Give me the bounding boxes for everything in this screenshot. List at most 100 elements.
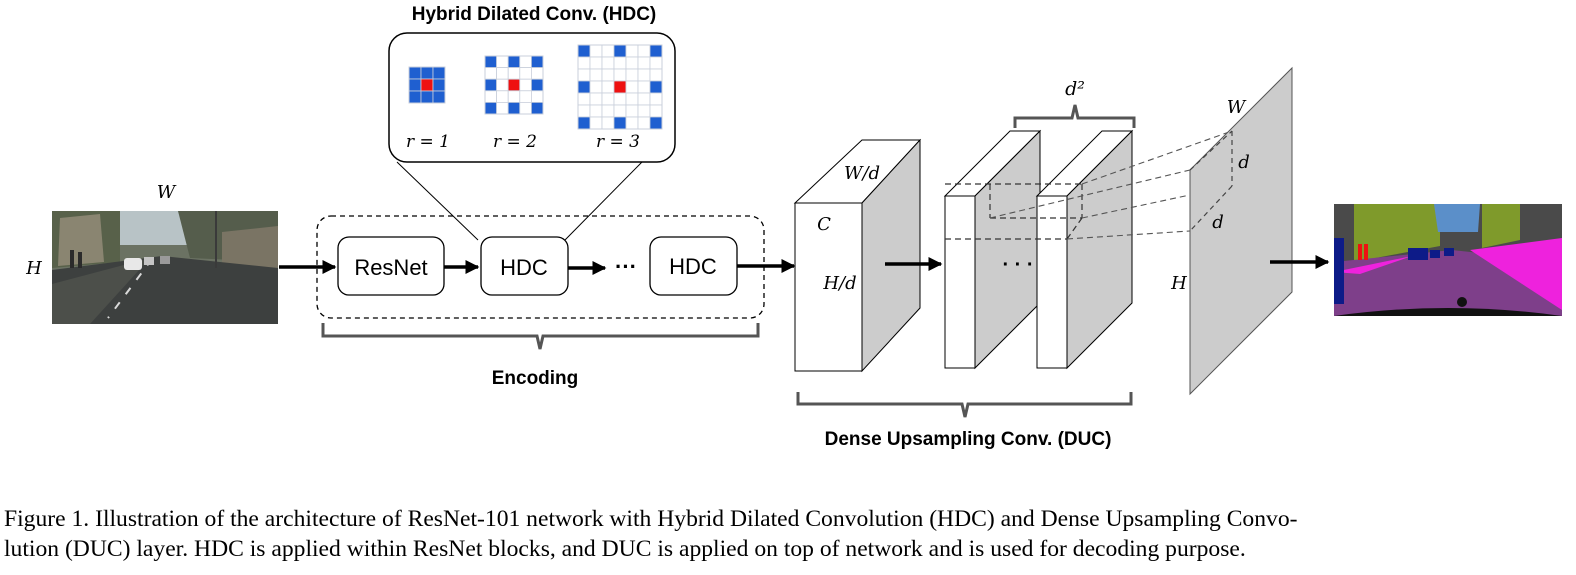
- input-street-image: [52, 211, 278, 324]
- kernel-cell: [601, 68, 615, 82]
- resnet-block-label: ResNet: [354, 255, 427, 280]
- feature-channels-label: C: [817, 214, 831, 235]
- kernel-cell: [408, 66, 422, 80]
- hdc-title: Hybrid Dilated Conv. (HDC): [412, 4, 657, 25]
- kernel-grid-rate-2: [484, 55, 544, 115]
- rate-label-3: r = 3: [596, 132, 640, 152]
- hdc-zoom-line-right: [564, 161, 643, 241]
- kernel-cell: [577, 116, 591, 130]
- kernel-cell: [432, 90, 446, 104]
- kernel-cell: [519, 90, 532, 103]
- hdc-block-2-label: HDC: [669, 254, 717, 279]
- kernel-cell: [484, 90, 498, 103]
- kernel-cell: [577, 104, 591, 118]
- kernel-cell: [519, 102, 532, 115]
- duc-label: Dense Upsampling Conv. (DUC): [825, 429, 1112, 450]
- architecture-diagram: Hybrid Dilated Conv. (HDC) r = 1 r = 2 r…: [25, 4, 1562, 450]
- duc-ellipsis: · · ·: [1002, 254, 1033, 276]
- kernel-cell: [649, 80, 663, 94]
- output-cell-d-diagonal: d: [1212, 212, 1224, 233]
- output-height-label: H: [1170, 273, 1187, 294]
- feature-height-label: H/d: [822, 273, 856, 294]
- kernel-cell: [577, 44, 591, 58]
- duc-brace: [796, 392, 1133, 418]
- kernel-cell: [601, 80, 615, 94]
- kernel-cell: [637, 104, 651, 118]
- kernel-cell: [625, 92, 639, 106]
- kernel-cell: [613, 56, 627, 70]
- kernel-cell: [625, 80, 639, 94]
- kernel-cell: [496, 102, 509, 115]
- kernel-cell: [625, 56, 639, 70]
- kernel-cell: [496, 55, 509, 69]
- kernel-cell: [484, 67, 498, 80]
- kernel-cell: [589, 116, 603, 130]
- kernel-cell: [507, 55, 521, 69]
- hdc-zoom-line-left: [396, 161, 479, 241]
- input-height-label: H: [25, 258, 42, 279]
- kernel-cell: [519, 78, 532, 92]
- kernel-cell: [613, 116, 627, 130]
- hdc-block-1: HDC: [480, 236, 569, 296]
- hdc-block-2: HDC: [649, 236, 738, 296]
- kernel-cell: [507, 102, 521, 115]
- kernel-cell: [496, 78, 509, 92]
- kernel-cell: [408, 78, 422, 92]
- kernel-cell: [496, 90, 509, 103]
- kernel-cell: [649, 56, 663, 70]
- encoding-label: Encoding: [492, 368, 579, 389]
- kernel-cell: [531, 67, 544, 80]
- kernel-cell: [637, 116, 651, 130]
- kernel-cell: [531, 102, 544, 115]
- kernel-cell: [625, 68, 639, 82]
- kernel-cell: [531, 55, 544, 69]
- kernel-cell: [577, 68, 591, 82]
- input-width-label: W: [157, 182, 177, 203]
- encoding-brace: [321, 323, 760, 350]
- kernel-cell: [589, 92, 603, 106]
- kernel-cell: [613, 92, 627, 106]
- kernel-cell: [507, 90, 521, 103]
- kernel-grid-rate-1: [408, 66, 446, 104]
- kernel-cell: [432, 78, 446, 92]
- projection-lines: [989, 130, 1233, 240]
- kernel-grid-rate-3: [577, 44, 663, 130]
- kernel-cell: [649, 68, 663, 82]
- kernel-cell: [601, 92, 615, 106]
- kernel-cell: [601, 56, 615, 70]
- kernel-cell: [649, 92, 663, 106]
- kernel-cell: [613, 68, 627, 82]
- output-width-label: W: [1227, 97, 1247, 118]
- kernel-cell: [637, 44, 651, 58]
- feature-width-label: W/d: [844, 163, 880, 184]
- hdc-block-1-label: HDC: [500, 255, 548, 280]
- kernel-cell: [420, 78, 434, 92]
- kernel-cell: [625, 104, 639, 118]
- output-cell-d-vertical: d: [1238, 152, 1250, 173]
- kernel-cell: [589, 68, 603, 82]
- kernel-cell: [589, 80, 603, 94]
- kernel-cell: [637, 92, 651, 106]
- kernel-cell: [519, 67, 532, 80]
- kernel-frame: [408, 66, 446, 104]
- kernel-cell: [601, 104, 615, 118]
- kernel-cell: [601, 116, 615, 130]
- kernel-cell: [531, 78, 544, 92]
- kernel-cell: [531, 90, 544, 103]
- kernel-cell: [613, 80, 627, 94]
- output-plane: [1189, 66, 1293, 396]
- kernel-cell: [637, 80, 651, 94]
- duc-channel-slab-2: [1035, 129, 1134, 370]
- duc-channel-slab-1: [943, 129, 1042, 370]
- kernel-cell: [420, 90, 434, 104]
- kernel-cell: [649, 44, 663, 58]
- channels-label: d²: [1065, 78, 1085, 100]
- output-cell-highlight: [1189, 130, 1233, 232]
- kernel-cell: [649, 104, 663, 118]
- kernel-cell: [613, 44, 627, 58]
- rate-label-2: r = 2: [493, 132, 537, 152]
- kernel-cell: [577, 80, 591, 94]
- kernel-cell: [589, 44, 603, 58]
- kernel-cell: [625, 116, 639, 130]
- kernel-cell: [589, 104, 603, 118]
